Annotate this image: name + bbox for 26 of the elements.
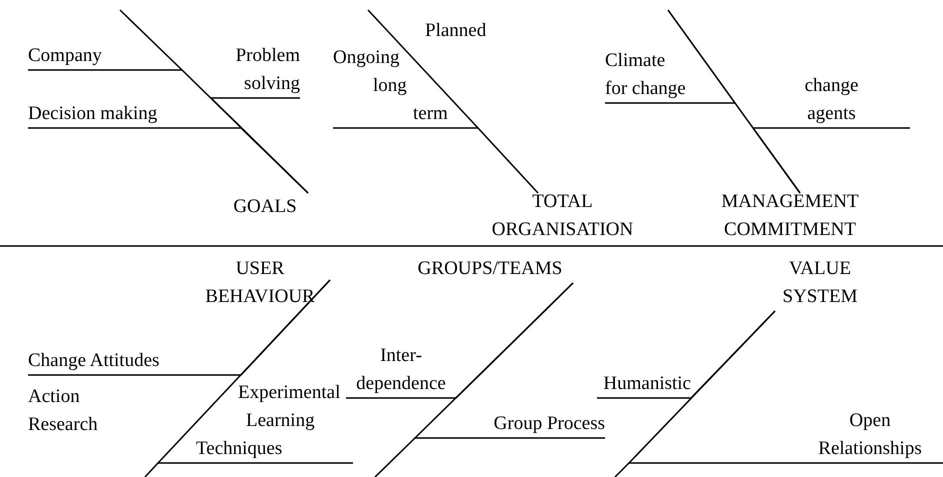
connector-line <box>605 102 801 194</box>
cause-label: Open Relationships <box>629 407 943 463</box>
cause-label: Climate for change <box>605 47 735 103</box>
cause-label: Company <box>28 42 182 70</box>
connector-line <box>156 279 353 464</box>
cause-label: change agents <box>753 72 910 128</box>
cause-label: Ongoing long term <box>333 44 478 128</box>
connector-line <box>209 97 309 194</box>
connector-line <box>333 127 539 194</box>
category-label: GOALS <box>220 193 310 221</box>
connector-line <box>28 127 309 194</box>
cause-label: Problem solving <box>211 42 300 98</box>
cause-label: Planned <box>425 19 488 43</box>
category-label: VALUE SYSTEM <box>760 255 880 311</box>
cause-label: Humanistic <box>597 370 691 398</box>
connector-line <box>413 282 605 439</box>
cause-label: Change Attitudes <box>28 347 241 375</box>
category-label: USER BEHAVIOUR <box>190 255 330 311</box>
cause-label: Decision making <box>28 100 241 128</box>
connector-line <box>752 127 910 194</box>
connector-line <box>627 310 943 464</box>
category-label: MANAGEMENT COMMITMENT <box>690 188 890 244</box>
cause-label: Group Process <box>415 410 605 438</box>
cause-label: Action Research <box>28 385 99 437</box>
category-label: TOTAL ORGANISATION <box>480 188 645 244</box>
category-label: GROUPS/TEAMS <box>400 255 580 283</box>
